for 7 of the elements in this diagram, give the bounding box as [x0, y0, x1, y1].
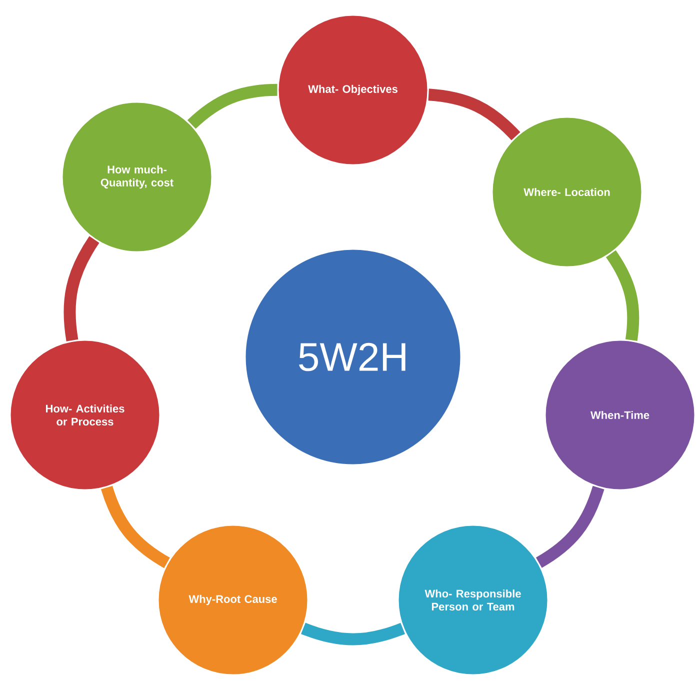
- ring-connector: [101, 486, 170, 568]
- ring-connector: [301, 622, 405, 646]
- ring-connector: [536, 486, 604, 568]
- ring-connector: [606, 250, 640, 341]
- ring-connector: [187, 84, 278, 129]
- ring-connector: [64, 236, 100, 342]
- ring-connector: [428, 88, 520, 140]
